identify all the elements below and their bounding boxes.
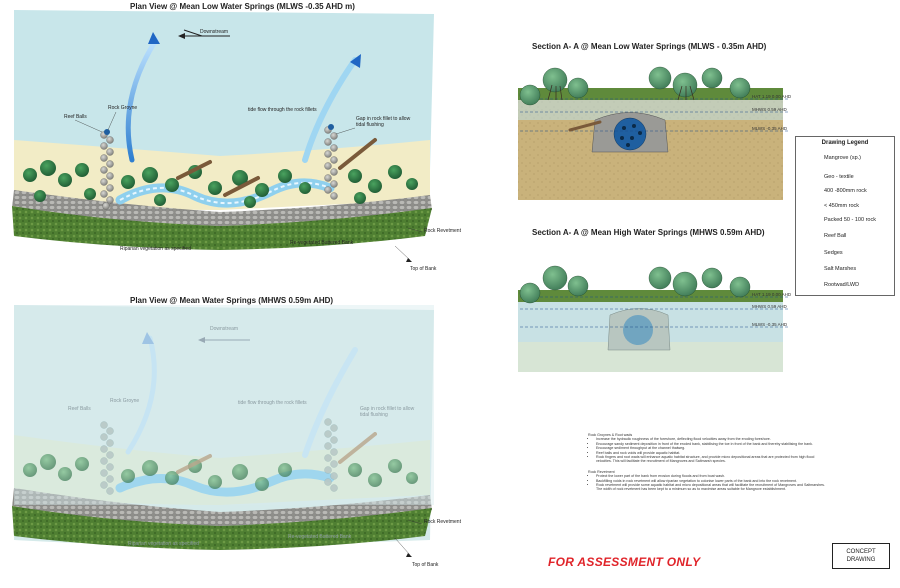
plan-mean-title: Plan View @ Mean Water Springs (MHWS 0.5… [130,296,334,305]
downstream-label-mean: Downstream [210,326,239,332]
note-item: Rock fingers and root wads will enhance … [596,455,828,464]
legend-label: Salt Marshes [824,266,857,272]
legend-label: Mangrove (sp.) [824,155,861,161]
rock-groyne-label-mean: Rock Groyne [110,398,140,404]
downstream-label: Downstream [200,29,229,35]
legend-label: Sedges [824,250,843,256]
section-low-title: Section A- A @ Mean Low Water Springs (M… [532,42,767,51]
legend-item-small-rock: < 450mm rock [796,200,894,214]
reef-balls-label: Reef Balls [64,114,87,120]
note-item: Encourage sandy sediment deposition in f… [596,442,828,446]
plan-low-title: Plan View @ Mean Low Water Springs (MLWS… [130,2,355,11]
notes-groynes-list: Increase the hydraulic roughness of the … [588,437,828,463]
legend-item-mangrove: Mangrove (sp.) [796,152,894,166]
level-mlws-high: MLWS -0.35 AHD [752,322,788,327]
note-item: Reef balls and rock voids will provide a… [596,451,828,455]
rock-revetment-label-mean: Rock Revetment [424,519,461,525]
notes-groynes-heading: Rock Groynes & Root wads [588,433,633,437]
legend-item-large-rock: 400 -800mm rock [796,185,894,199]
notes-revetment-list: Protect the lower part of the bank from … [588,474,828,492]
level-hat-low: HAT 1.19 0.00 AHD [752,94,792,99]
tide-flow-label: tide flow through the rock fillets [248,107,317,113]
legend-item-salt-marsh: Salt Marshes [796,263,894,277]
reef-balls-label-mean: Reef Balls [68,406,91,412]
legend-label: Reef Ball [824,233,847,239]
concept-drawing-box: CONCEPT DRAWING [832,543,890,569]
top-of-bank-label: Top of Bank [410,266,437,272]
tide-flow-label-mean: tide flow through the rock fillets [238,400,307,406]
revegetated-label-mean: Re-vegetated Battered Bank [288,534,352,540]
section-high-title: Section A- A @ Mean High Water Springs (… [532,228,765,237]
legend-label: Packed 50 - 100 rock [824,217,876,223]
plan-view-mean [12,305,434,557]
rock-revetment-label: Rock Revetment [424,228,461,234]
legend-label: Geo - textile [824,174,854,180]
legend-item-packed-rock: Packed 50 - 100 rock [796,214,894,228]
note-item: Increase the hydraulic roughness of the … [596,437,828,441]
level-hat-high: HAT 1.19 0.00 AHD [752,292,792,297]
note-item: Backfilling voids in rock revetment will… [596,479,828,483]
riparian-label-mean: Riparian vegetation as specified [128,541,199,547]
legend-item-rootwad: Rootwad/LWD [796,279,894,293]
top-of-bank-label-mean: Top of Bank [412,562,439,568]
note-item: Rock revetment will provide some aquatic… [596,483,828,492]
level-mhws-high: MHWS 0.59 AHD [752,304,787,309]
legend-title: Drawing Legend [821,140,869,146]
level-mhws-low: MHWS 0.59 AHD [752,107,787,112]
legend-label: Rootwad/LWD [824,282,860,288]
riparian-label: Riparian vegetation as specified [120,246,191,252]
legend-item-reef-ball: Reef Ball [796,230,894,244]
note-item: Protect the lower part of the bank from … [596,474,828,478]
legend-item-geotextile: Geo - textile [796,171,894,185]
notes-revetment-heading: Rock Revetment [588,469,615,474]
drawing-legend: Drawing Legend Mangrove (sp.) Geo - text… [795,136,895,296]
rock-groyne-label: Rock Groyne [108,105,138,111]
design-notes: Rock Groynes & Root wads Increase the hy… [588,430,828,492]
legend-label: 400 -800mm rock [824,188,867,194]
assessment-stamp: FOR ASSESSMENT ONLY [548,555,701,569]
note-item: Encourage sediment throughput at the cha… [596,446,828,450]
revegetated-label: Re-vegetated Battered Bank [290,240,354,246]
gap-label: Gap in rock fillet to allow tidal flushi… [356,116,411,128]
legend-label: < 450mm rock [824,203,859,209]
section-view-high [518,265,790,372]
plan-view-low [12,10,434,262]
legend-item-sedges: Sedges [796,247,894,261]
level-mlws-low: MLWS -0.35 AHD [752,126,788,131]
section-view-low [518,66,790,200]
gap-label-mean: Gap in rock fillet to allow tidal flushi… [360,406,415,418]
